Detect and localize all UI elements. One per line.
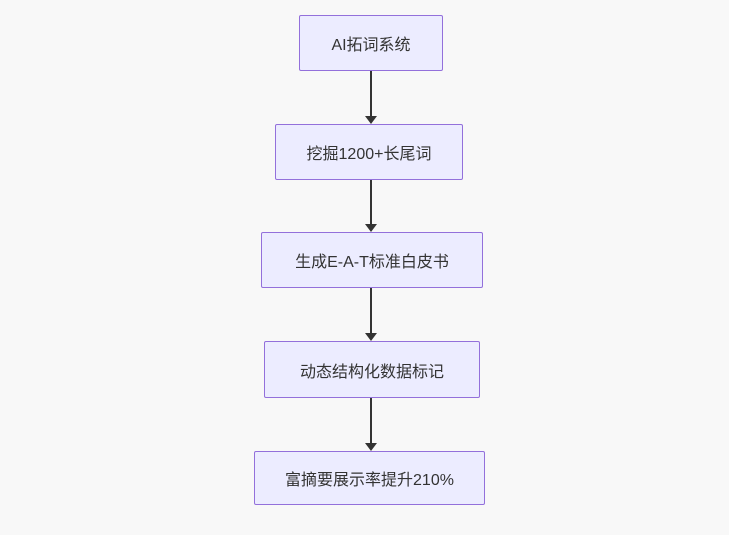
arrow-head-icon	[365, 443, 377, 451]
flow-arrow-2	[364, 180, 378, 232]
arrow-line	[370, 398, 372, 443]
flow-arrow-3	[364, 288, 378, 341]
flow-arrow-4	[364, 398, 378, 451]
arrow-line	[370, 288, 372, 333]
flow-node-rich-snippet-result: 富摘要展示率提升210%	[254, 451, 485, 505]
arrow-head-icon	[365, 333, 377, 341]
flow-node-eat-whitepaper: 生成E-A-T标准白皮书	[261, 232, 483, 288]
flow-node-ai-keyword-system: AI拓词系统	[299, 15, 443, 71]
flow-node-structured-data-markup: 动态结构化数据标记	[264, 341, 480, 398]
arrow-head-icon	[365, 116, 377, 124]
arrow-head-icon	[365, 224, 377, 232]
flow-arrow-1	[364, 71, 378, 124]
flow-node-longtail-mining: 挖掘1200+长尾词	[275, 124, 463, 180]
arrow-line	[370, 71, 372, 116]
arrow-line	[370, 180, 372, 224]
